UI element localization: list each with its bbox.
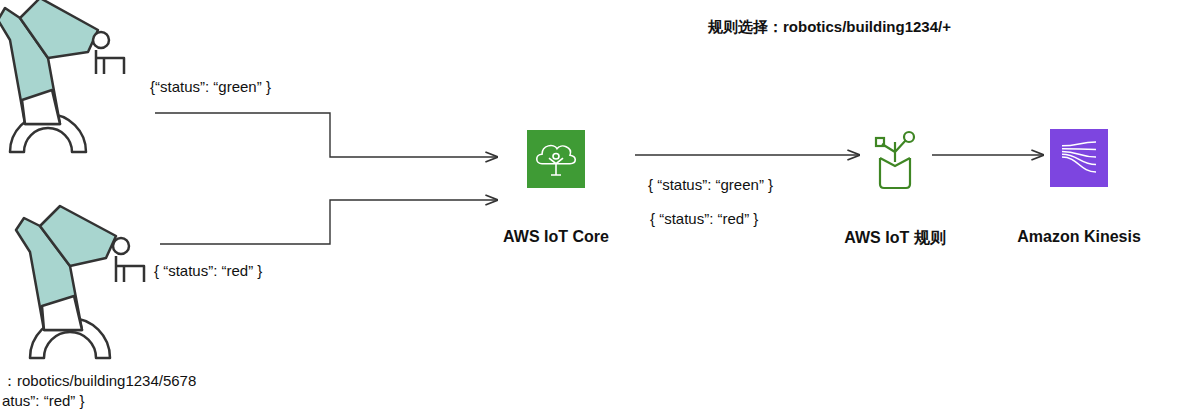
service-name: AWS IoT 规则	[844, 228, 945, 249]
iot-rule-service: AWS IoT 规则	[866, 128, 924, 190]
message-wire	[160, 200, 498, 244]
rule-icon	[866, 128, 924, 190]
kinesis-icon	[1050, 129, 1108, 187]
flow-arrow	[635, 154, 860, 155]
core-icon	[527, 130, 585, 188]
robot-arm	[0, 0, 124, 152]
service-name: AWS IoT Core	[503, 228, 609, 246]
iot-core-service: AWS IoT Core	[527, 130, 585, 188]
robot-arm	[16, 206, 144, 358]
message-label: { “status”: “red” }	[152, 262, 264, 279]
message-label: { “status”: “green” }	[646, 176, 775, 193]
service-name: Amazon Kinesis	[1017, 228, 1141, 246]
message-note: atus”: “red” }	[0, 392, 87, 409]
kinesis-service: Amazon Kinesis	[1050, 129, 1108, 187]
topic-note: ：robotics/building1234/5678	[0, 372, 198, 391]
flow-arrow	[932, 154, 1044, 155]
message-label: { “status”: “red” }	[648, 210, 760, 227]
rule-selector-note: 规则选择：robotics/building1234/+	[706, 18, 953, 37]
message-wire	[155, 113, 498, 157]
message-label: {“status”: “green” }	[148, 78, 273, 95]
